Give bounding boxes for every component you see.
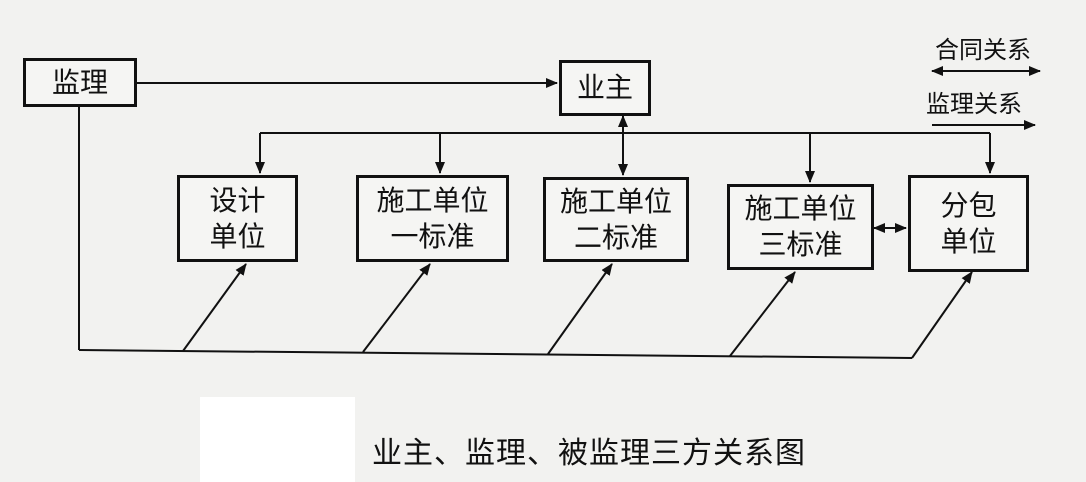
supervision-bottom-line (78, 349, 913, 359)
owner-label: 业主 (576, 71, 633, 104)
subcontract-label-line2: 单位 (940, 224, 997, 258)
supervision-arrow-design (182, 263, 247, 352)
section3-label-line2: 三标准 (758, 228, 843, 261)
subcontract-label-line1: 分包 (940, 188, 997, 222)
blank-patch (200, 397, 355, 482)
supervision-arrow-section1 (362, 263, 431, 353)
supervision-arrow-section3 (729, 271, 796, 357)
section1-label-line2: 一标准 (390, 219, 475, 253)
supervisor-label: 监理 (51, 65, 108, 99)
construction-section3-box: 施工单位 三标准 (727, 184, 874, 270)
section2-label-line2: 二标准 (573, 220, 658, 254)
design-unit-label-line2: 单位 (209, 219, 266, 253)
construction-section2-box: 施工单位 二标准 (543, 177, 689, 262)
supervision-arrow-section2 (547, 263, 613, 355)
supervisor-box: 监理 (23, 58, 137, 107)
owner-box: 业主 (559, 60, 651, 116)
diagram-caption: 业主、监理、被监理三方关系图 (372, 436, 806, 471)
legend-contract-label: 合同关系 (935, 36, 1031, 64)
section1-label-line1: 施工单位 (376, 183, 489, 217)
section3-label-line1: 施工单位 (744, 192, 857, 225)
legend-supervision-label: 监理关系 (926, 90, 1022, 118)
design-unit-label-line1: 设计 (209, 183, 266, 217)
subcontract-unit-box: 分包 单位 (908, 175, 1029, 272)
construction-section1-box: 施工单位 一标准 (356, 175, 509, 262)
design-unit-box: 设计 单位 (177, 175, 298, 262)
section2-label-line1: 施工单位 (559, 184, 672, 218)
supervision-arrow-subcontract (911, 271, 973, 359)
